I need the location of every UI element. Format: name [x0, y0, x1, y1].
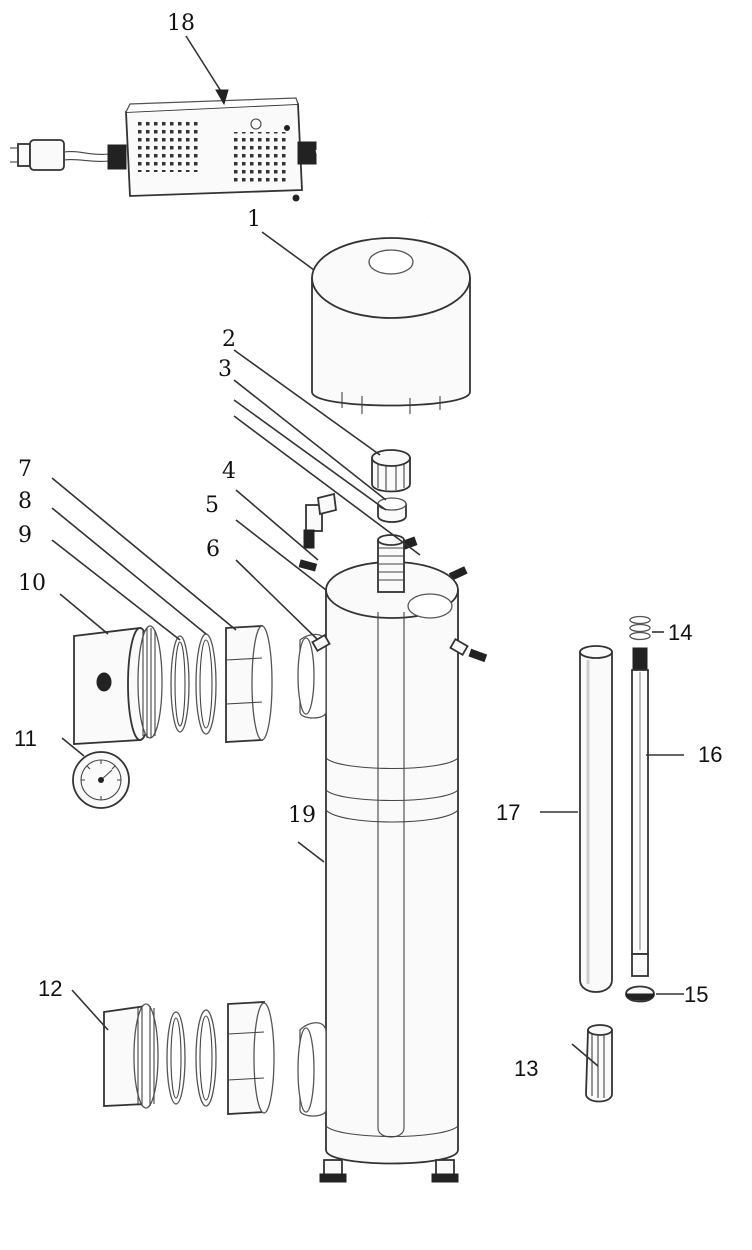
uv-lamp — [625, 615, 655, 1003]
label-3: 3 — [218, 357, 232, 382]
upper-union-set — [73, 625, 273, 745]
label-16: 16 — [698, 742, 722, 767]
label-5: 5 — [205, 493, 219, 518]
label-9: 9 — [18, 523, 32, 548]
label-1: 1 — [247, 207, 261, 232]
label-17: 17 — [496, 800, 520, 825]
label-19: 19 — [288, 803, 316, 828]
part-labels: 18 1 2 3 4 5 6 7 8 9 10 11 12 13 14 15 1… — [14, 11, 722, 1081]
label-11: 11 — [14, 726, 37, 751]
label-14: 14 — [668, 620, 692, 645]
label-7: 7 — [18, 457, 32, 482]
sleeve-cap — [585, 1024, 613, 1103]
pressure-gauge — [72, 751, 130, 809]
top-cover-cap — [311, 237, 471, 414]
label-15: 15 — [684, 982, 708, 1007]
label-6: 6 — [206, 537, 220, 562]
label-13: 13 — [514, 1056, 538, 1081]
cable-gland — [371, 449, 411, 493]
ballast-power-supply — [10, 97, 455, 220]
label-18: 18 — [167, 11, 195, 36]
label-12: 12 — [38, 976, 62, 1001]
lower-union-set — [103, 1001, 275, 1115]
label-4: 4 — [222, 459, 236, 484]
main-vessel-housing — [297, 534, 469, 1183]
label-8: 8 — [18, 489, 32, 514]
label-10: 10 — [18, 571, 46, 596]
release-valve — [303, 492, 337, 549]
leader-lines — [51, 35, 684, 1067]
label-2: 2 — [222, 327, 236, 352]
quartz-sleeve — [579, 645, 613, 993]
gland-nut — [377, 497, 407, 523]
